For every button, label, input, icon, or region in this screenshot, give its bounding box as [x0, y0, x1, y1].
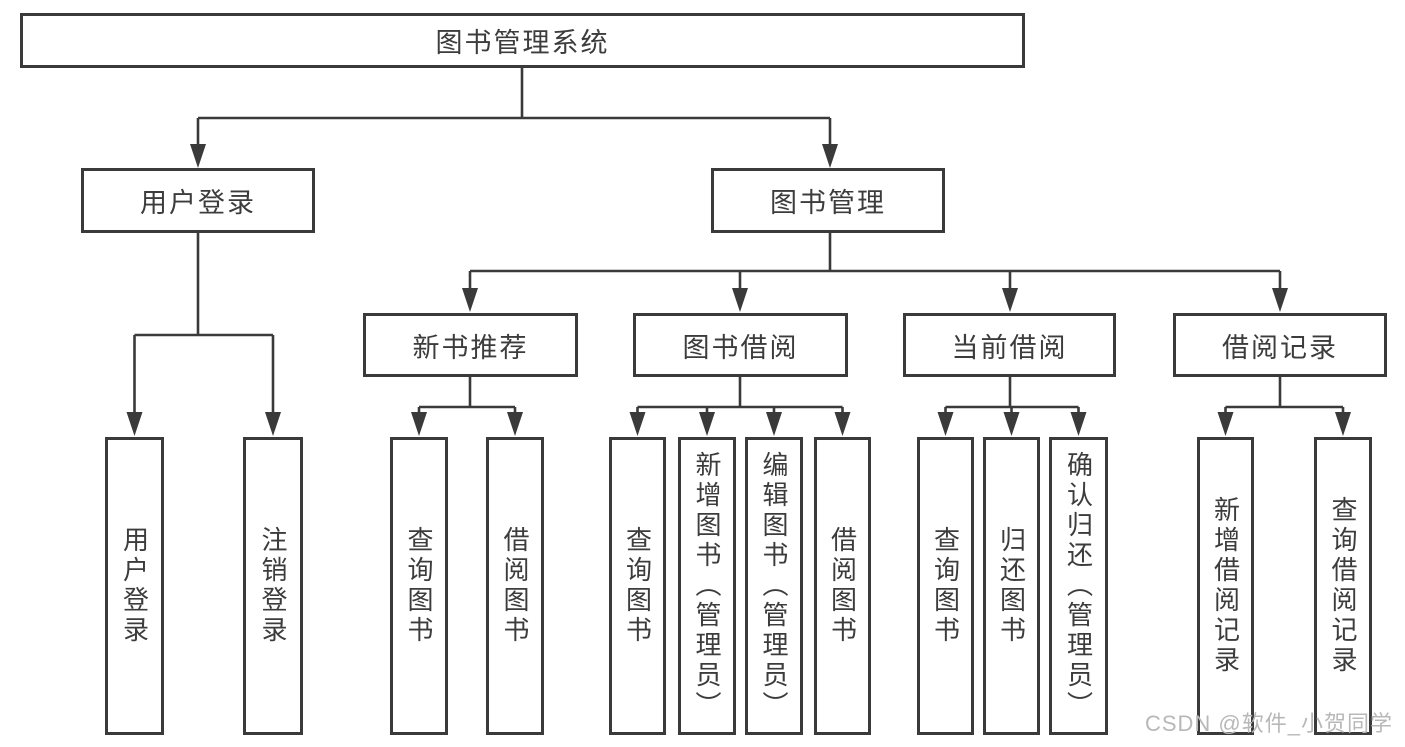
leaf-return-books: 归还图书	[983, 437, 1040, 735]
leaf-edit-books-admin: 编辑图书（管理员）	[745, 437, 803, 735]
leaf-logout: 注销登录	[243, 437, 303, 735]
leaf-query-books-borrow: 查询图书	[609, 437, 666, 735]
node-current-borrowing: 当前借阅	[903, 313, 1116, 377]
leaf-add-books-admin: 新增图书（管理员）	[678, 437, 736, 735]
leaf-borrow-books-recommend: 借阅图书	[486, 437, 544, 735]
node-user-login: 用户登录	[81, 168, 315, 233]
leaf-add-borrow-record: 新增借阅记录	[1197, 437, 1254, 735]
node-book-management: 图书管理	[711, 168, 945, 233]
csdn-watermark: CSDN @软件_小贺同学	[1144, 711, 1393, 736]
leaf-borrow-books: 借阅图书	[814, 437, 871, 735]
leaf-query-books-recommend: 查询图书	[390, 437, 448, 735]
node-borrowing-records: 借阅记录	[1173, 313, 1387, 377]
leaf-confirm-return-admin: 确认归还（管理员）	[1049, 437, 1108, 735]
arrowheads	[126, 144, 1351, 436]
node-new-book-recommendation: 新书推荐	[363, 313, 578, 377]
leaf-query-borrow-record: 查询借阅记录	[1314, 437, 1372, 735]
node-book-borrowing: 图书借阅	[633, 313, 848, 377]
leaf-query-books-current: 查询图书	[917, 437, 974, 735]
leaf-user-login: 用户登录	[105, 437, 164, 735]
node-library-management-system: 图书管理系统	[20, 13, 1025, 68]
